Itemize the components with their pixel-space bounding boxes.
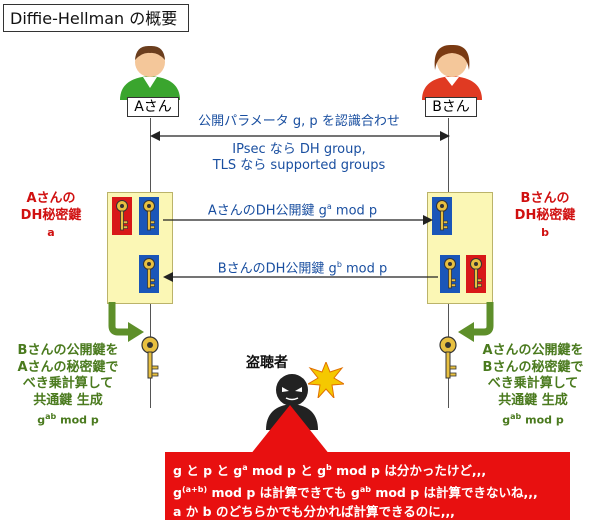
bob-received-key-slot — [440, 255, 460, 293]
bob-common-key-formula: gab mod p — [502, 412, 564, 427]
agreement-label: 公開パラメータ g, p を認識合わせ — [198, 114, 400, 129]
agreement-ipsec: IPsec なら DH group, — [232, 142, 366, 157]
alice-received-key-slot — [139, 255, 159, 293]
bob-avatar-icon — [422, 44, 482, 100]
alert-burst-icon — [308, 362, 344, 398]
speech-bubble-tail — [250, 405, 330, 455]
speech-line-1: g と p と ga mod p と gb mod p は分かったけど,,, — [173, 463, 487, 479]
bob-derive-arrow — [458, 302, 494, 342]
diagram-title: Diffie-Hellman の概要 — [3, 4, 189, 32]
msg-b-arrow — [163, 272, 438, 282]
bob-common-key-icon — [439, 336, 457, 379]
agreement-tls: TLS なら supported groups — [212, 158, 386, 173]
key-icon — [143, 258, 155, 289]
alice-name-box: Aさん — [127, 97, 179, 117]
bob-public-key-slot — [432, 197, 452, 235]
bob-common-key-text: Aさんの公開鍵を Bさんの秘密鍵で べき乗計算して 共通鍵 生成 gab mod… — [466, 343, 600, 429]
bob-name-box: Bさん — [425, 97, 477, 117]
key-icon — [143, 200, 155, 231]
alice-private-key-label: Aさんの DH秘密鍵 a — [20, 191, 82, 239]
bob-private-key-label: Bさんの DH秘密鍵 b — [514, 191, 576, 239]
speech-line-3: a か b のどちらかでも分かれば計算できるのに,,, — [173, 504, 455, 520]
alice-common-key-text: Bさんの公開鍵を Aさんの秘密鍵で べき乗計算して 共通鍵 生成 gab mod… — [2, 343, 134, 429]
alice-common-key-icon — [141, 336, 159, 379]
speech-line-2: g(a+b) mod p は計算できても gab mod p は計算できないね,… — [173, 485, 538, 501]
key-icon — [444, 258, 456, 289]
alice-common-key-formula: gab mod p — [37, 412, 99, 427]
agreement-arrow — [150, 131, 450, 141]
eavesdropper-speech-bubble: g と p と ga mod p と gb mod p は分かったけど,,, g… — [165, 452, 570, 520]
alice-public-key-slot — [139, 197, 159, 235]
alice-avatar-icon — [120, 45, 180, 100]
key-icon — [470, 258, 482, 289]
msg-bob-public-key: BさんのDH公開鍵 gb mod p — [217, 260, 388, 277]
key-icon — [436, 200, 448, 231]
msg-a-arrow — [163, 215, 433, 225]
msg-alice-public-key: AさんのDH公開鍵 ga mod p — [207, 202, 378, 219]
bob-private-key-slot — [466, 255, 486, 293]
alice-private-key-slot — [112, 197, 132, 235]
alice-derive-arrow — [108, 302, 144, 342]
eavesdropper-label: 盗聴者 — [246, 355, 288, 371]
key-icon — [116, 200, 128, 231]
